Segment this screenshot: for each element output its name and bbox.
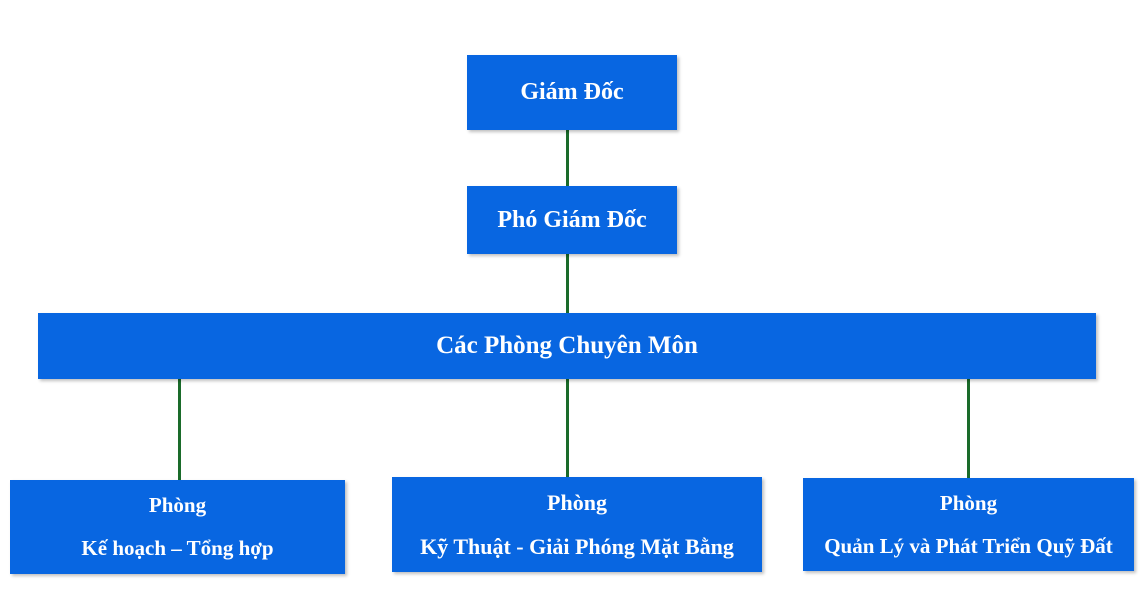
technical-department-box: Phòng Kỹ Thuật - Giải Phóng Mặt Bằng	[392, 477, 762, 572]
connector-departments-land	[967, 379, 970, 478]
departments-box: Các Phòng Chuyên Môn	[38, 313, 1096, 379]
technical-department-name: Kỹ Thuật - Giải Phóng Mặt Bằng	[420, 533, 734, 559]
planning-department-box: Phòng Kế hoạch – Tổng hợp	[10, 480, 345, 574]
director-box: Giám Đốc	[467, 55, 677, 130]
connector-departments-planning	[178, 379, 181, 480]
land-department-box: Phòng Quản Lý và Phát Triển Quỹ Đất	[803, 478, 1134, 571]
vice-director-box: Phó Giám Đốc	[467, 186, 677, 254]
land-department-prefix: Phòng	[939, 490, 998, 515]
connector-departments-technical	[566, 379, 569, 477]
departments-label: Các Phòng Chuyên Môn	[436, 332, 698, 359]
vice-director-label: Phó Giám Đốc	[497, 206, 647, 233]
planning-department-name: Kế hoạch – Tổng hợp	[81, 536, 274, 560]
technical-department-prefix: Phòng	[547, 489, 607, 515]
connector-director-vice	[566, 130, 569, 186]
planning-department-prefix: Phòng	[148, 493, 207, 517]
director-label: Giám Đốc	[520, 79, 624, 105]
connector-vice-departments	[566, 254, 569, 313]
land-department-name: Quản Lý và Phát Triển Quỹ Đất	[824, 533, 1113, 558]
